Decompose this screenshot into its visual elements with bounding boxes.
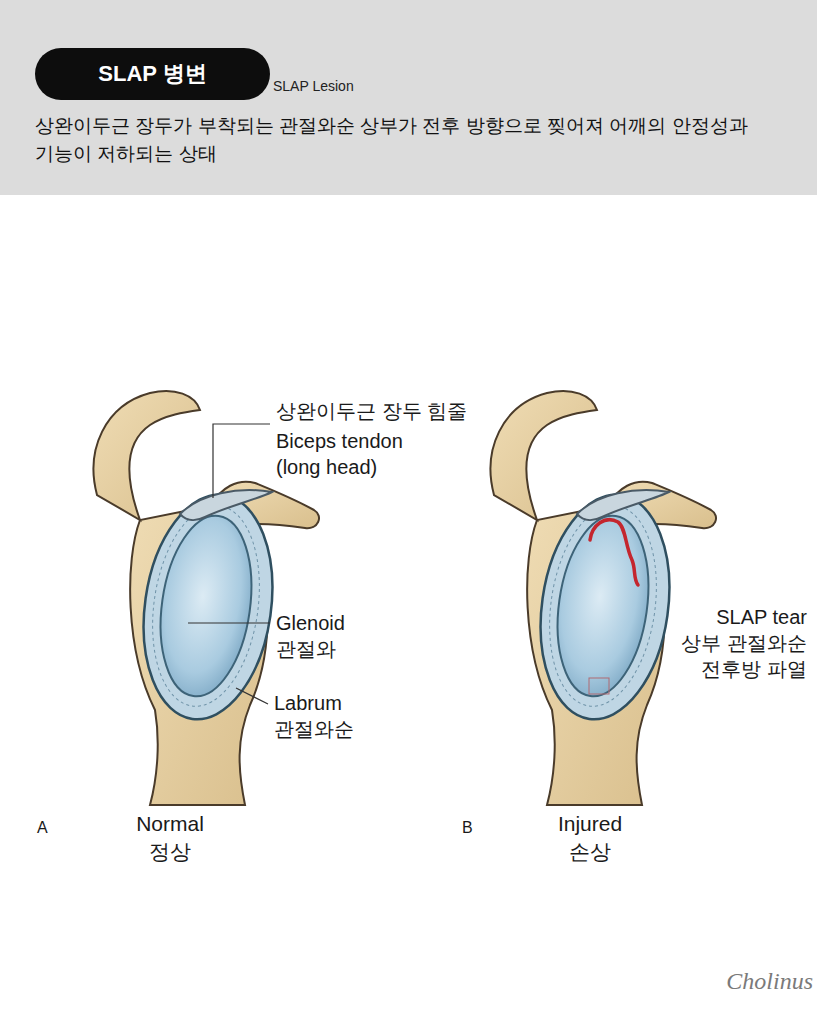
part-label: Glenoid <box>276 610 345 636</box>
panel-caption: 정상 <box>149 838 191 865</box>
part-label: Labrum <box>274 690 342 716</box>
part-label: 관절와순 <box>274 716 354 742</box>
subtitle-text: SLAP Lesion <box>273 78 354 95</box>
injured-shoulder <box>491 391 716 805</box>
header-band: SLAP Lesion 상완이두근 장두가 부착되는 관절와순 상부가 전후 방향… <box>0 0 817 195</box>
panel-caption: Normal <box>136 810 204 837</box>
labral-tear <box>590 520 638 585</box>
leader-line <box>236 688 268 704</box>
description-text: 상완이두근 장두가 부착되는 관절와순 상부가 전후 방향으로 찢어져 어깨의 … <box>35 112 805 167</box>
panel-caption: 손상 <box>569 838 611 865</box>
part-label: 상완이두근 장두 힘줄 <box>276 398 467 424</box>
panel-caption: Injured <box>558 810 622 837</box>
watermark: Cholinus <box>726 966 813 997</box>
injury-label: 상부 관절와순 전후방 파열 <box>657 630 807 682</box>
injury-label: SLAP tear <box>716 604 807 630</box>
normal-shoulder <box>94 391 319 805</box>
title-pill: SLAP 병변 <box>35 48 270 100</box>
leader-line <box>188 622 270 623</box>
part-label: Biceps tendon (long head) <box>276 428 436 480</box>
title-text: SLAP 병변 <box>98 61 206 87</box>
tear-mark <box>589 678 609 694</box>
panel-letter: B <box>462 818 473 839</box>
panel-letter: A <box>37 818 48 839</box>
leader-line <box>213 424 270 498</box>
part-label: 관절와 <box>276 636 336 662</box>
